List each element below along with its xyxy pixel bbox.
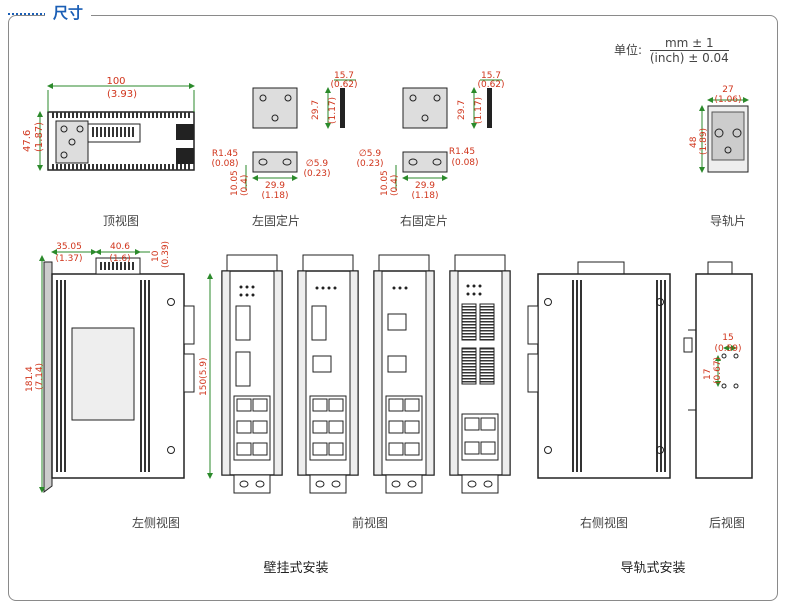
dim-brr-r: R1.45 — [449, 147, 475, 157]
dim-brr-w-in: (1.18) — [411, 191, 438, 201]
dim-brl-top: 15.7 — [334, 71, 354, 81]
label-rear: 后视图 — [708, 516, 746, 530]
label-rail-clip: 导轨片 — [709, 214, 747, 228]
left-bracket-drawing: 15.7 (0.62) 29.7 (1.17) R1.45 (0.08) ∅5.… — [211, 71, 357, 201]
dim-rail-w-in: (1.06) — [714, 95, 741, 105]
dim-side-c: 10 — [151, 250, 161, 262]
right-bracket-drawing: 15.7 (0.62) 29.7 (1.17) ∅5.9 (0.23) R1.4… — [356, 71, 504, 201]
dim-rear-h-in: (0.67) — [713, 357, 723, 384]
dim-top-height: 47.6 — [22, 130, 33, 152]
unit-numerator: mm ± 1 — [649, 36, 729, 51]
front-view-2 — [297, 254, 359, 494]
dim-top-width-in: (3.93) — [107, 89, 137, 100]
dim-brl-r-in: (0.08) — [211, 159, 238, 169]
dim-brl-d-in: (0.23) — [303, 169, 330, 179]
dim-brr-d: ∅5.9 — [359, 149, 381, 159]
dim-brr-h: 29.7 — [457, 100, 467, 120]
dim-side-b: 40.6 — [110, 242, 130, 252]
front-view-3 — [373, 254, 435, 494]
dim-brr-v: 10.05 — [380, 170, 390, 196]
dim-brl-w: 29.9 — [265, 181, 285, 191]
page-title: 尺寸 — [45, 3, 92, 23]
dim-brr-top: 15.7 — [481, 71, 501, 81]
dim-side-h2: 150(5.9) — [199, 357, 209, 396]
dim-brr-v-in: (0.4) — [390, 175, 400, 196]
dim-rear-h: 17 — [703, 369, 713, 380]
rail-clip-drawing: 27 (1.06) 48 (1.89) — [689, 85, 749, 173]
dim-brr-w: 29.9 — [415, 181, 435, 191]
dim-side-a-in: (1.37) — [55, 254, 82, 264]
dim-brl-d: ∅5.9 — [306, 159, 328, 169]
label-left-side: 左侧视图 — [131, 516, 181, 530]
unit-denominator: (inch) ± 0.04 — [649, 51, 729, 65]
dim-brl-h-in: (1.17) — [328, 97, 338, 124]
front-view-1 — [221, 254, 283, 494]
dim-side-c-in: (0.39) — [161, 241, 171, 268]
dim-top-width: 100 — [106, 76, 125, 87]
label-right-side: 右侧视图 — [579, 516, 629, 530]
right-side-view — [527, 261, 671, 479]
front-view-4 — [449, 254, 511, 494]
diagram-frame — [8, 15, 778, 601]
dim-brl-w-in: (1.18) — [261, 191, 288, 201]
rear-view: 15 (0.59) 17 (0.67) — [683, 261, 753, 479]
dim-side-a: 35.05 — [56, 242, 82, 252]
dim-side-b-in: (1.6) — [109, 254, 130, 264]
label-left-bracket: 左固定片 — [251, 214, 301, 228]
label-front: 前视图 — [351, 516, 389, 530]
label-right-bracket: 右固定片 — [399, 214, 449, 228]
dim-brr-top-in: (0.62) — [477, 80, 504, 90]
dim-rail-h-in: (1.89) — [699, 128, 709, 155]
label-top-view: 顶视图 — [102, 214, 140, 228]
dim-rail-w: 27 — [722, 85, 733, 95]
dim-rear-w-in: (0.59) — [714, 344, 741, 354]
dim-brr-d-in: (0.23) — [356, 159, 383, 169]
dim-brl-h: 29.7 — [311, 100, 321, 120]
dim-brl-r: R1.45 — [212, 149, 238, 159]
title-dots — [8, 13, 46, 15]
dim-top-height-in: (1.87) — [34, 122, 45, 152]
unit-fraction: mm ± 1 (inch) ± 0.04 — [649, 36, 729, 65]
dim-side-h: 181.4 — [25, 366, 35, 392]
unit-legend: 单位: mm ± 1 (inch) ± 0.04 — [614, 36, 729, 65]
dim-rear-w: 15 — [722, 333, 733, 343]
dim-brl-top-in: (0.62) — [330, 80, 357, 90]
dim-brl-v-in: (0.4) — [240, 175, 250, 196]
section-rail-mount: 导轨式安装 — [620, 561, 686, 576]
dim-brr-h-in: (1.17) — [474, 97, 484, 124]
section-wall-mount: 壁挂式安装 — [263, 561, 329, 576]
top-view: 100 (3.93) 47.6 (1.87) — [22, 76, 195, 171]
dim-rail-h: 48 — [689, 136, 699, 148]
dim-brr-r-in: (0.08) — [451, 158, 478, 168]
dim-side-h-in: (7.14) — [35, 363, 45, 390]
unit-prefix: 单位: — [614, 43, 643, 57]
left-side-view: 35.05 (1.37) 40.6 (1.6) 10 (0.39) 181.4 … — [25, 241, 213, 493]
dim-brl-v: 10.05 — [230, 170, 240, 196]
